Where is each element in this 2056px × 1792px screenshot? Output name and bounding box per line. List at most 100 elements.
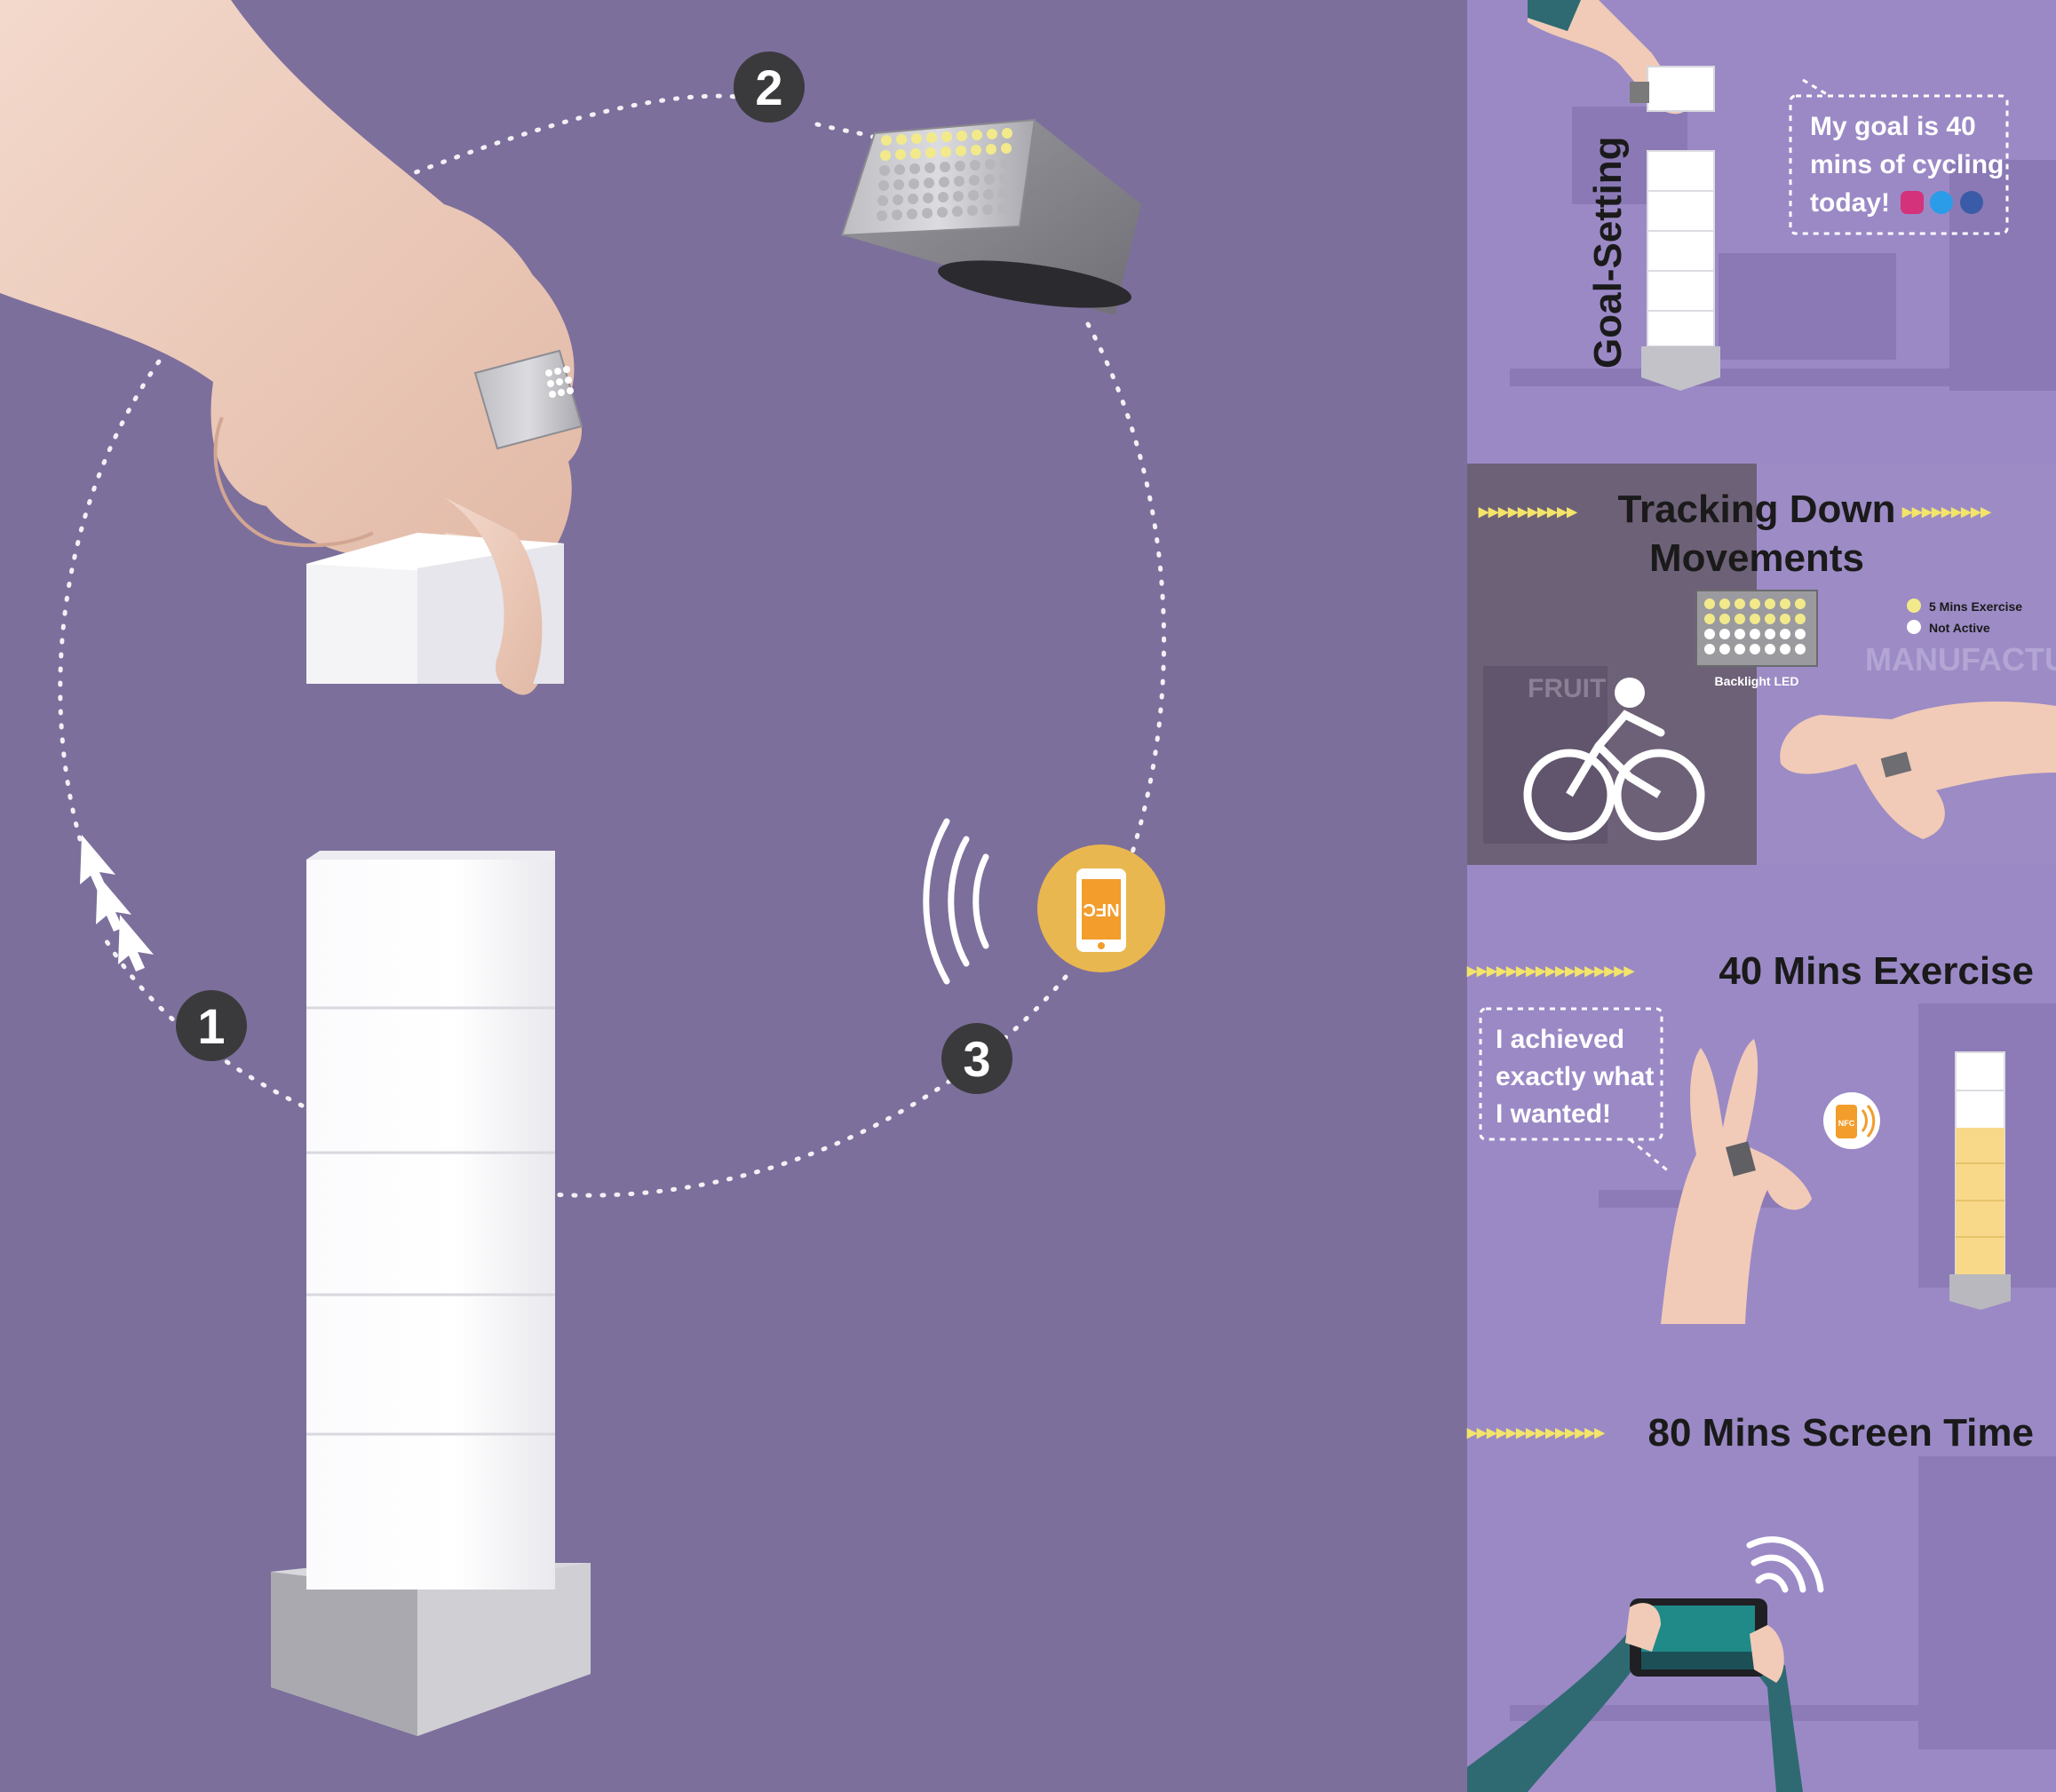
exercise-tower-icon [1949,1051,2011,1310]
legend-exercise-label: 5 Mins Exercise [1929,599,2022,614]
exercise-bubble-line-1: I achieved [1496,1025,1624,1054]
led-dot [968,190,979,201]
mini-led-dot [1735,599,1745,609]
led-dot [909,178,919,189]
led-dot [953,191,964,202]
mini-led-dot [1719,599,1730,609]
led-dot [922,208,933,218]
led-dot [987,129,997,139]
twitter-icon [1930,191,1953,214]
instagram-icon [1901,191,1924,214]
mini-led-dot [1795,644,1806,654]
backlight-led-label: Backlight LED [1715,674,1799,688]
screen-arrows-icon: ▸▸▸▸▸▸▸▸▸▸▸▸▸▸ [1466,1421,1606,1443]
mini-led-dot [1795,599,1806,609]
goal-bubble-line-3: today! [1810,188,1890,218]
facebook-icon [1960,191,1983,214]
led-dot [879,165,890,176]
led-dot [892,210,902,220]
led-dot [1002,128,1012,139]
led-grid [877,128,1012,221]
mini-led-dot [1719,629,1730,639]
step-badge-2: 2 [734,52,805,123]
mini-led-dot [1704,599,1715,609]
led-dot [1000,158,1011,169]
mini-led-dot [1735,614,1745,624]
led-dot [967,205,978,216]
led-dot [925,163,935,173]
led-dot [972,130,982,140]
wifi-waves-icon [923,818,989,985]
mini-led-dot [1735,629,1745,639]
led-dot [877,210,887,221]
mini-led-dot [1780,599,1790,609]
mini-led-dot [1780,644,1790,654]
tracking-title-line-1: Tracking Down [1618,488,1896,531]
led-dot [998,188,1009,199]
led-dot [893,194,903,205]
mini-led-dot [1765,644,1775,654]
led-dot [896,134,907,145]
led-dot [985,159,996,170]
led-dot [941,131,952,142]
led-dot [983,189,994,200]
nfc-label: NFC [1083,900,1119,919]
exercise-title: 40 Mins Exercise [1719,949,2034,993]
mini-led-dot [1765,629,1775,639]
direction-arrows-icon [80,835,154,971]
led-dot [895,149,906,160]
screen-waves-icon [1746,1536,1824,1593]
mini-led-dot [1780,614,1790,624]
mini-led-dot [1704,614,1715,624]
led-dot [908,194,918,204]
step-badge-3: 3 [941,1023,1012,1094]
tracking-arrows-right-icon: ▸▸▸▸▸▸▸▸▸ [1901,500,1991,522]
legend-inactive-label: Not Active [1929,621,1990,635]
led-dot [970,160,980,170]
mini-led-dot [1719,644,1730,654]
led-dot [938,192,949,202]
screen-time-title: 80 Mins Screen Time [1648,1411,2035,1455]
led-dot [881,135,892,146]
legend-inactive-dot [1907,620,1921,634]
led-dot [952,206,963,217]
goal-setting-title: Goal-Setting [1586,136,1630,369]
exercise-nfc-label: NFC [1838,1119,1855,1128]
exercise-bubble-line-2: exactly what [1496,1062,1654,1091]
dotted-loop-path-4 [548,974,1068,1198]
exercise-arrows-icon: ▸▸▸▸▸▸▸▸▸▸▸▸▸▸▸▸▸ [1466,959,1635,981]
svg-text:▸▸▸▸▸▸▸▸▸: ▸▸▸▸▸▸▸▸▸ [1901,500,1991,522]
tracking-hand-icon [1780,702,2056,839]
hand-thumb [444,497,543,692]
led-dot [877,195,888,206]
dotted-loop-path-3 [1085,321,1167,868]
phone-icon [1467,1598,1803,1792]
svg-text:▸▸▸▸▸▸▸▸▸▸: ▸▸▸▸▸▸▸▸▸▸ [1478,500,1577,522]
led-dot [939,177,949,187]
mini-led-dot [1795,629,1806,639]
step-badge-1: 1 [176,990,247,1061]
goal-bubble-line-2: mins of cycling [1810,150,2004,179]
fruit-sign: FRUIT [1528,674,1606,703]
nfc-phone-icon: NFC [1037,844,1165,972]
step-number-1: 1 [197,998,225,1054]
exercise-speech-bubble: I achieved exactly what I wanted! [1479,1007,1671,1174]
step-number-3: 3 [963,1031,990,1087]
goal-tower-icon [1641,150,1720,391]
goal-cube-icon [1630,66,1715,112]
mini-led-dot [1765,599,1775,609]
mini-led-dot [1780,629,1790,639]
mini-led-dot [1719,614,1730,624]
mini-led-dot [1750,599,1760,609]
exercise-panel: ▸▸▸▸▸▸▸▸▸▸▸▸▸▸▸▸▸ 40 Mins Exercise I ach… [1466,865,2056,1324]
screen-time-panel: ▸▸▸▸▸▸▸▸▸▸▸▸▸▸ 80 Mins Screen Time [1466,1324,2056,1792]
cyclist-icon [1523,678,1705,841]
ring-icon [473,349,583,450]
led-dot [878,180,889,191]
tracking-arrows-left-icon: ▸▸▸▸▸▸▸▸▸▸ [1478,500,1577,522]
tracking-title-line-2: Movements [1649,536,1864,580]
mini-led-dot [1795,614,1806,624]
mini-led-dot [1735,644,1745,654]
led-dot [940,162,950,172]
exercise-nfc-icon: NFC [1823,1092,1880,1149]
